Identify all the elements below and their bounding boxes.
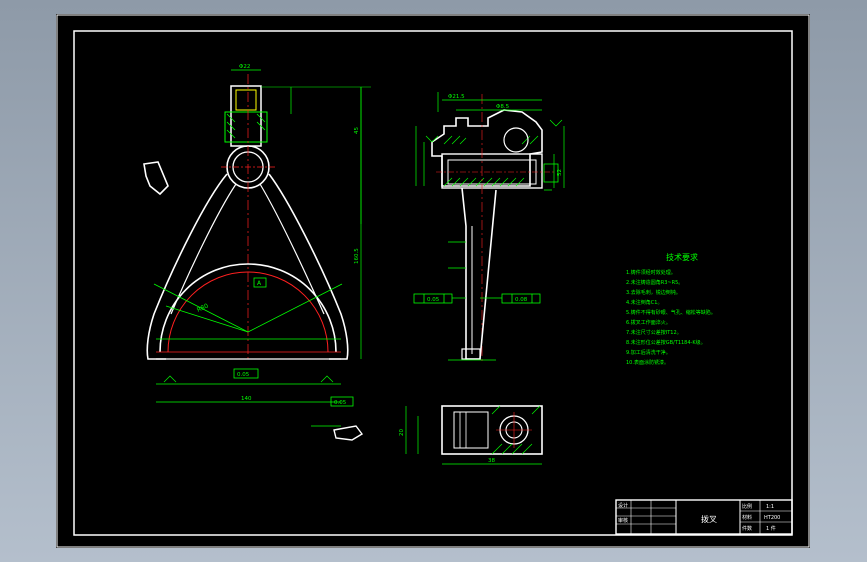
tech-title: 技术要求 (666, 252, 698, 262)
title-block: 设计 审核 拨叉 比例 1:1 材料 HT200 件数 1 件 (615, 499, 793, 535)
dim-bottom-w: 38 (488, 458, 495, 464)
tech-note-4: 4.未注倒角C1。 (626, 299, 662, 306)
tol-side-left: 0.05 (427, 297, 440, 303)
tech-note-1: 1.铸件须经时效处理。 (626, 269, 676, 276)
dim-side-w2: Φ8.5 (496, 104, 510, 110)
tb-scale-label: 比例 (742, 503, 752, 510)
tb-scale-value: 1:1 (766, 504, 774, 510)
tech-requirements: 技术要求 1.铸件须经时效处理。 2.未注铸造圆角R3~R5。 3.去除毛刺，锐… (626, 252, 716, 366)
tb-material-label: 材料 (742, 514, 752, 521)
tech-note-3: 3.去除毛刺，锐边倒钝。 (626, 289, 681, 296)
datum-label: A (257, 280, 262, 287)
outer-frame (56, 14, 810, 548)
tol-front: 0.05 (237, 372, 250, 378)
front-view: R80 A Φ22 160.5 45 140 0.05 0.05 (143, 64, 371, 441)
tb-design: 设计 (618, 502, 628, 509)
tb-check: 审核 (618, 517, 628, 524)
tech-note-10: 10.表面涂防锈漆。 (626, 359, 669, 366)
cad-drawing: R80 A Φ22 160.5 45 140 0.05 0.05 (56, 14, 810, 548)
tol-side-right: 0.08 (515, 297, 528, 303)
tech-note-5: 5.铸件不得有砂眼、气孔、缩松等缺陷。 (626, 309, 716, 316)
tb-part-name: 拨叉 (701, 514, 717, 524)
tech-note-9: 9.加工后清洗干净。 (626, 349, 671, 356)
tech-note-8: 8.未注形位公差按GB/T1184-K级。 (626, 339, 706, 346)
drawing-viewport[interactable]: R80 A Φ22 160.5 45 140 0.05 0.05 (56, 14, 810, 548)
dim-side-w1: Φ21.5 (448, 94, 465, 100)
tech-note-6: 6.拨叉工作面淬火。 (626, 319, 671, 326)
dim-height-left: 160.5 (354, 248, 360, 264)
bottom-view: 20 38 (399, 405, 543, 465)
side-view: Φ21.5 Φ8.5 52 0.05 0.08 (413, 92, 565, 364)
tol-front-2: 0.05 (334, 400, 347, 406)
dim-r-large: R80 (196, 302, 210, 313)
tb-material-value: HT200 (764, 515, 780, 521)
tech-note-7: 7.未注尺寸公差按IT12。 (626, 329, 682, 336)
tb-qty-value: 1 件 (766, 525, 776, 532)
dim-right-height: 52 (557, 169, 563, 176)
dim-bottom-h: 20 (399, 429, 405, 436)
dim-total: 45 (354, 127, 360, 134)
tb-qty-label: 件数 (742, 525, 752, 532)
dim-top-width: Φ22 (239, 64, 250, 70)
inner-frame (73, 30, 793, 536)
tech-note-2: 2.未注铸造圆角R3~R5。 (626, 279, 683, 286)
dim-width-bottom: 140 (241, 396, 252, 402)
